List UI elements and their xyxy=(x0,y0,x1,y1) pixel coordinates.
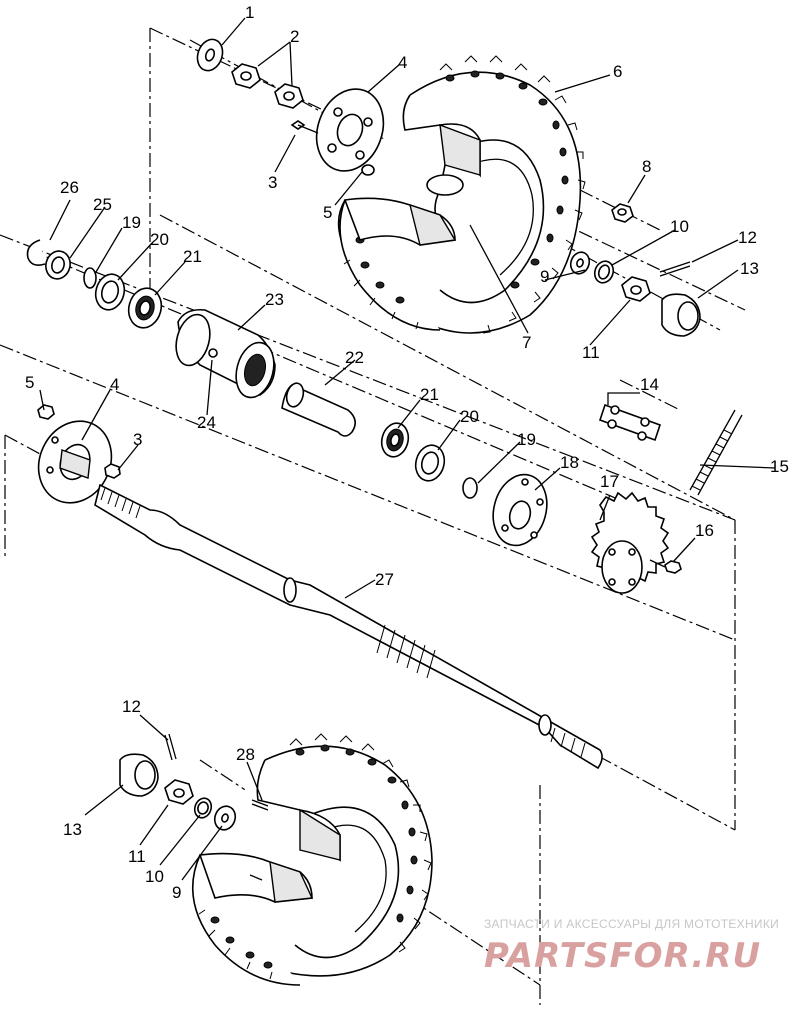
left-hub-flange xyxy=(37,404,121,504)
callout-3: 3 xyxy=(268,173,277,192)
callout-7: 7 xyxy=(522,333,531,352)
callout-24: 24 xyxy=(197,413,216,432)
bearing-stack xyxy=(26,239,548,547)
callout-4: 4 xyxy=(398,53,407,72)
watermark-tagline: ЗАПЧАСТИ И АКСЕССУАРЫ ДЛЯ МОТОТЕХНИКИ xyxy=(484,917,779,931)
lower-wheel-assembly xyxy=(119,733,433,986)
callout-20: 20 xyxy=(150,230,169,249)
callout-9b: 9 xyxy=(172,883,181,902)
callout-26: 26 xyxy=(60,178,79,197)
callout-10: 10 xyxy=(670,217,689,236)
callout-19: 19 xyxy=(122,213,141,232)
callout-25: 25 xyxy=(93,195,112,214)
callout-5b: 5 xyxy=(25,373,34,392)
callout-12b: 12 xyxy=(122,697,141,716)
upper-wheel-assembly xyxy=(337,55,586,334)
callout-11b: 11 xyxy=(128,847,146,866)
callout-15: 15 xyxy=(770,457,789,476)
callout-8: 8 xyxy=(642,157,651,176)
callout-28: 28 xyxy=(236,745,255,764)
callout-20b: 20 xyxy=(460,407,479,426)
leader-lines xyxy=(39,17,776,881)
callout-27: 27 xyxy=(375,570,394,589)
callout-16: 16 xyxy=(695,521,714,540)
callout-22: 22 xyxy=(345,348,364,367)
callout-18: 18 xyxy=(560,453,579,472)
axle xyxy=(94,483,603,770)
callout-5: 5 xyxy=(323,203,332,222)
watermark: ЗАПЧАСТИ И АКСЕССУАРЫ ДЛЯ МОТОТЕХНИКИ PA… xyxy=(484,917,779,976)
callout-4b: 4 xyxy=(110,375,119,394)
callout-17: 17 xyxy=(600,472,619,491)
callout-2: 2 xyxy=(290,27,299,46)
callout-13b: 13 xyxy=(63,820,82,839)
upper-hub-flange xyxy=(196,38,701,337)
callout-9: 9 xyxy=(540,267,549,286)
callout-3b: 3 xyxy=(133,430,142,449)
callout-21: 21 xyxy=(183,247,202,266)
watermark-brand: PARTSFOR.RU xyxy=(484,936,761,976)
sprocket xyxy=(590,491,682,594)
chain xyxy=(598,403,743,496)
callout-10b: 10 xyxy=(145,867,164,886)
callout-13: 13 xyxy=(740,259,759,278)
callout-19b: 19 xyxy=(517,430,536,449)
callout-12: 12 xyxy=(738,228,757,247)
callout-1: 1 xyxy=(245,3,254,22)
callout-11: 11 xyxy=(582,343,600,362)
callout-6: 6 xyxy=(613,62,622,81)
callout-21b: 21 xyxy=(420,385,439,404)
callout-23: 23 xyxy=(265,290,284,309)
callout-labels: 1 2 3 4 5 6 8 10 12 13 26 25 19 20 21 23… xyxy=(25,3,789,902)
callout-14: 14 xyxy=(640,375,659,394)
